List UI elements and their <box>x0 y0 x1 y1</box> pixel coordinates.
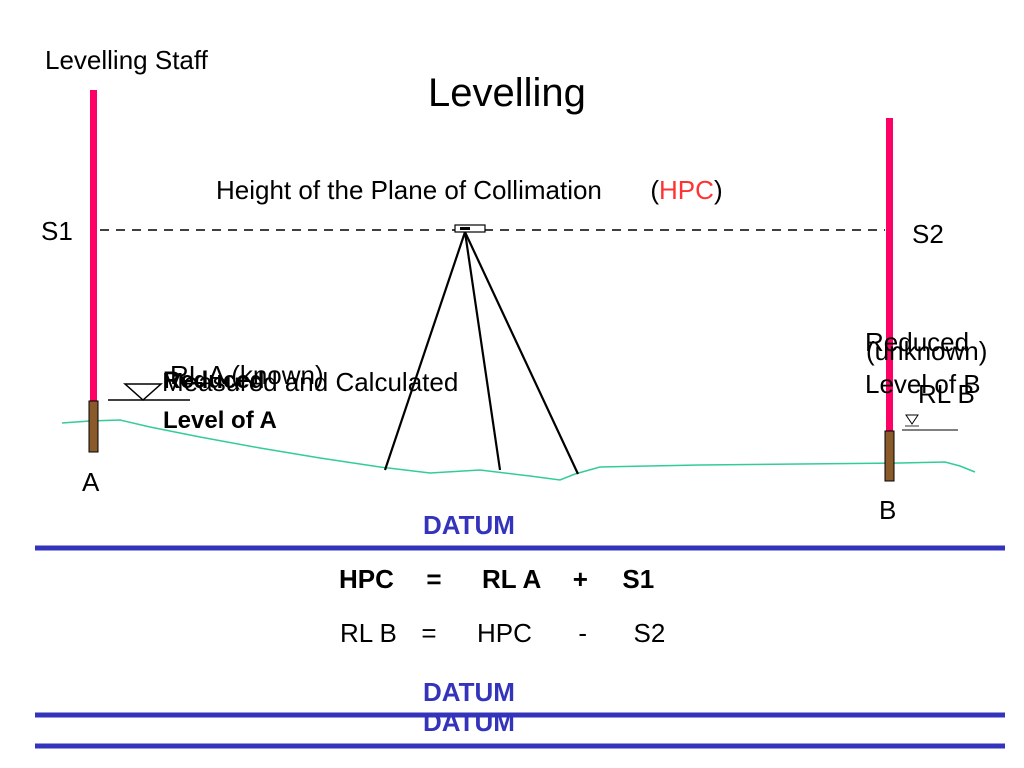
staff-left-body <box>90 90 97 403</box>
formula-rlb-eq: = <box>421 618 437 648</box>
formula-rlb-term1: HPC <box>476 618 532 648</box>
hpc-abbrev: HPC <box>659 175 714 205</box>
staff-left-base <box>88 400 99 453</box>
reduced-level-a-line1: Reduced <box>163 367 265 394</box>
formula-hpc-eq: = <box>426 564 442 594</box>
page-title: Levelling <box>428 71 586 115</box>
formula-hpc: HPC = RL A + S1 <box>339 566 654 592</box>
formula-rlb-lhs: RL B <box>340 618 397 648</box>
datum-label: DATUM <box>423 510 515 540</box>
reduced-level-b-line1: Reduced <box>865 327 970 357</box>
staff-label: Levelling Staff <box>45 45 208 75</box>
formula-hpc-op: + <box>572 564 588 594</box>
water-level-triangle-icon <box>108 383 190 402</box>
datum-label: DATUM <box>423 677 515 707</box>
hpc-label-text: Height of the Plane of Collimation <box>216 175 602 205</box>
point-b-label: B <box>879 495 897 525</box>
reduced-level-b-line2: Level of B <box>865 369 981 399</box>
formula-rlb-op: - <box>578 618 588 648</box>
staff-right-base <box>884 430 895 482</box>
formula-hpc-term2: S1 <box>622 564 655 594</box>
measured-calculated-label: Measured and Calculated <box>162 367 459 397</box>
rl-a-known-label: RL A (known) <box>170 360 324 390</box>
formula-hpc-term1: RL A <box>482 564 541 594</box>
hpc-open-paren: ( <box>650 175 660 205</box>
staff-right <box>884 118 895 482</box>
hpc-close-paren: ) <box>713 175 723 205</box>
staff-left <box>88 90 99 453</box>
staff-reading-s2: S2 <box>912 219 944 249</box>
reduced-level-a-line2: Level of A <box>163 407 277 434</box>
formula-hpc-lhs: HPC <box>339 564 394 594</box>
formula-rlb-term2: S2 <box>633 618 666 648</box>
staff-reading-s1: S1 <box>41 216 73 246</box>
staff-right-body <box>886 118 893 433</box>
point-a-label: A <box>82 467 100 497</box>
ground-line <box>61 419 976 481</box>
hpc-label: Height of the Plane of Collimation (HPC) <box>216 177 723 203</box>
datum-label: DATUM <box>423 707 515 737</box>
formula-rlb: RL B = HPC - S2 <box>340 620 665 646</box>
rl-b-unknown-line2: RL B <box>918 379 975 409</box>
water-level-triangle-icon <box>902 414 958 431</box>
rl-b-unknown-line1: (unknown) <box>866 336 988 366</box>
level-instrument-icon <box>383 224 579 475</box>
